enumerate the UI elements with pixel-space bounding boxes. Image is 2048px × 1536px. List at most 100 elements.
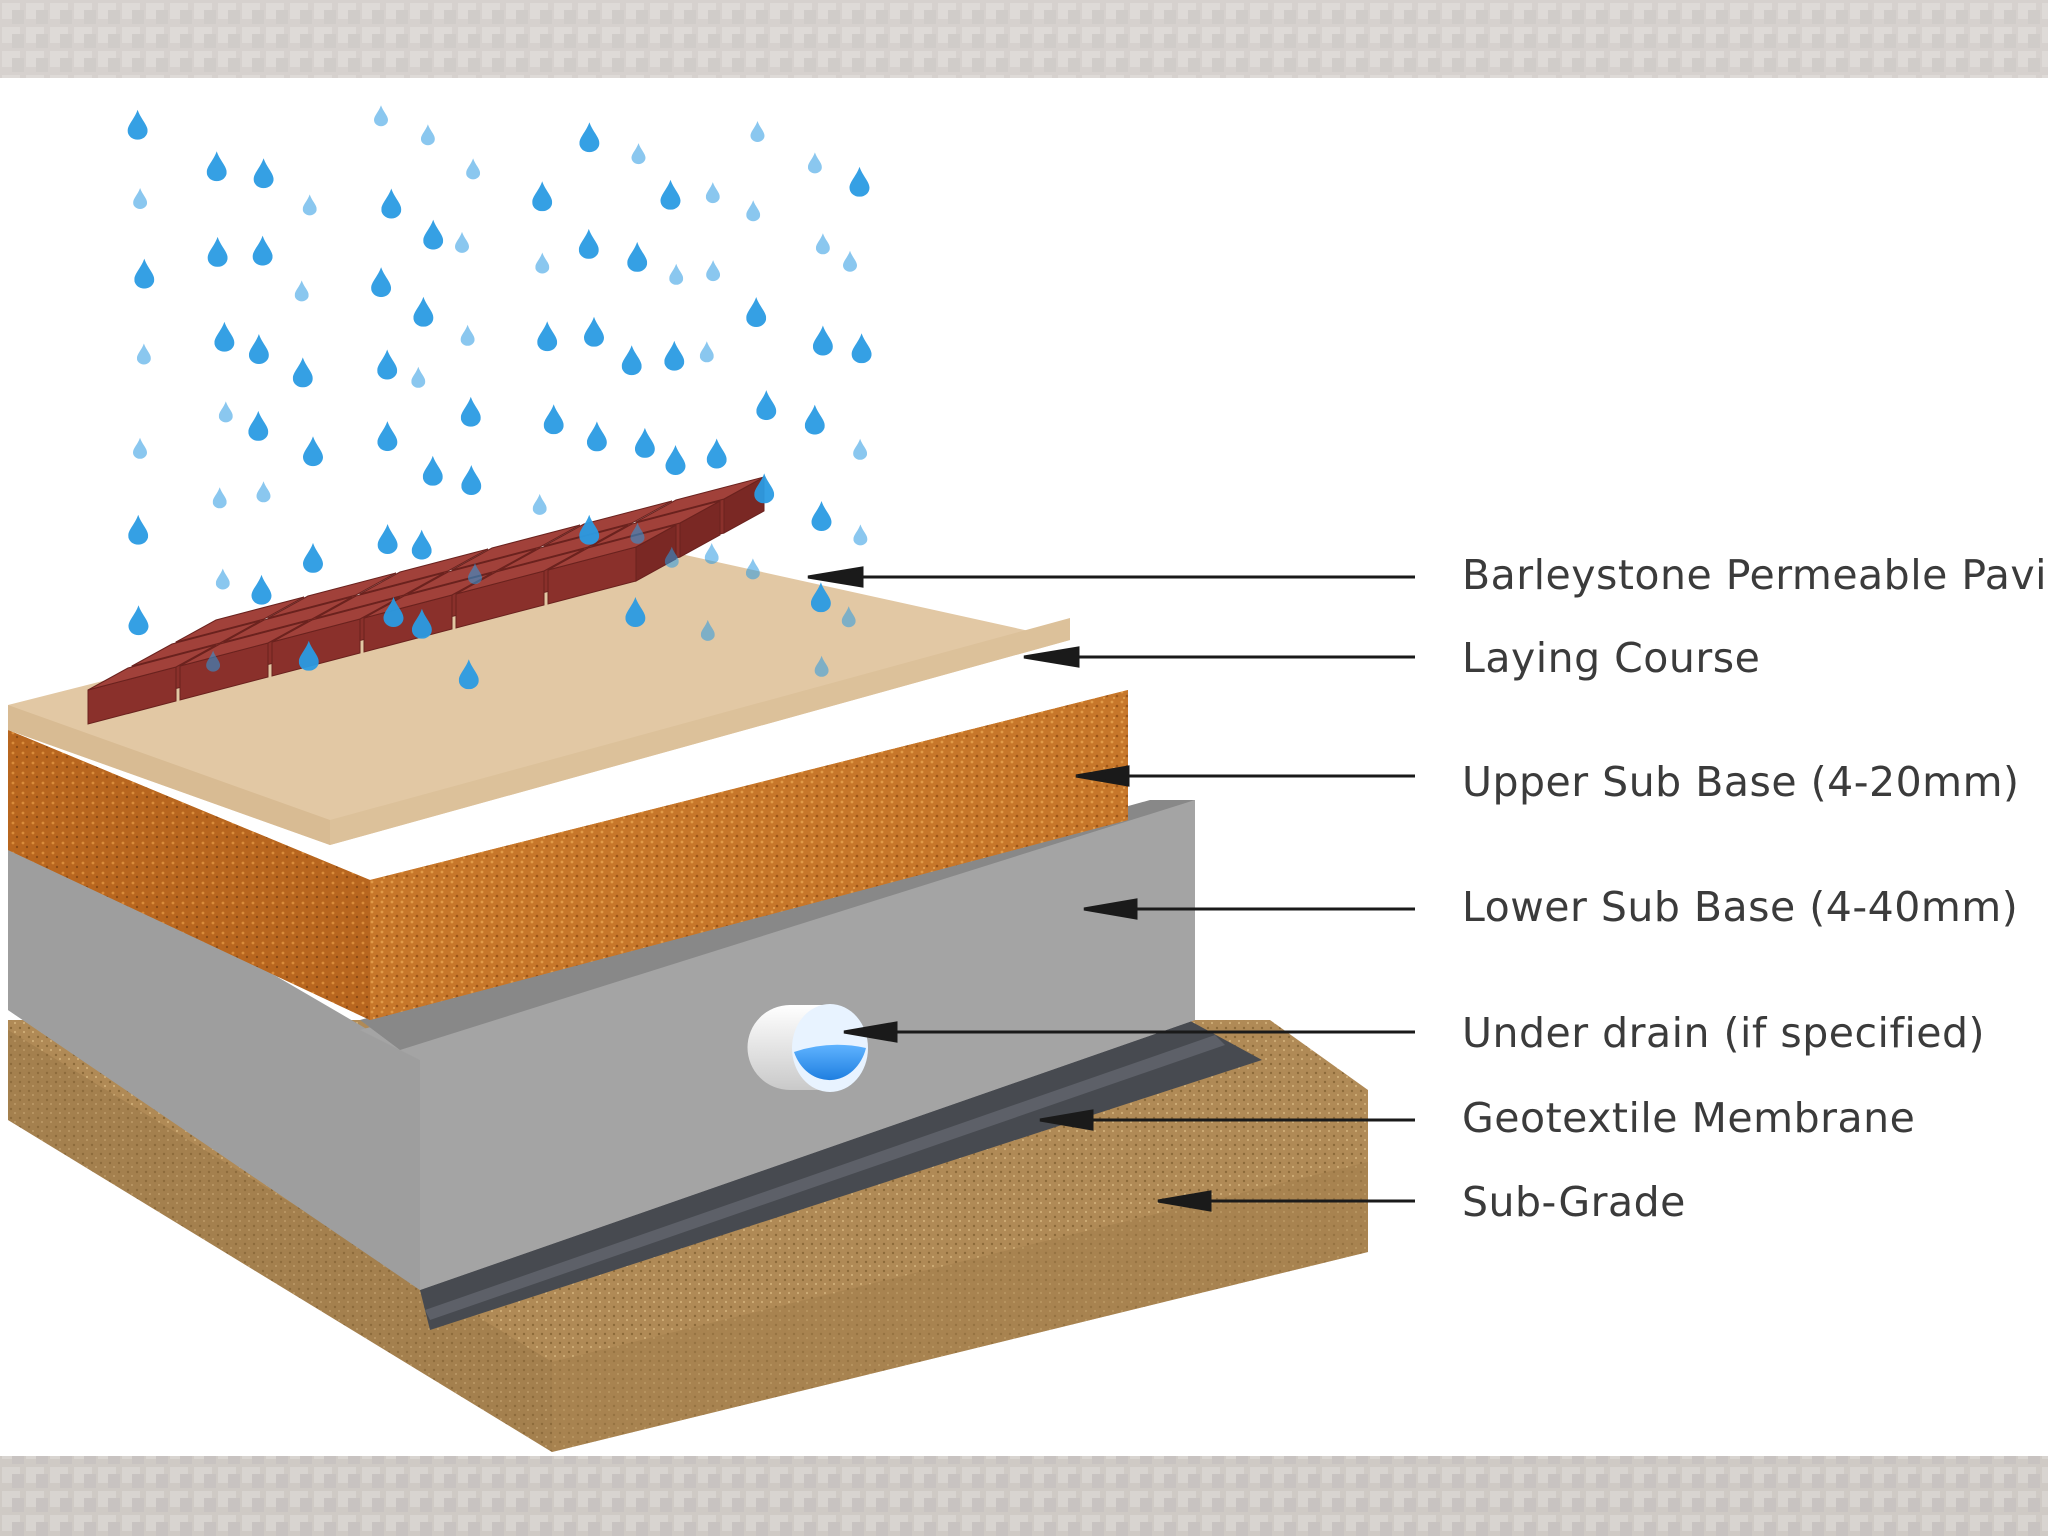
raindrop-icon	[128, 605, 149, 636]
raindrop-icon	[411, 529, 432, 560]
raindrop-icon	[746, 200, 761, 222]
raindrop-icon	[133, 188, 148, 209]
raindrop-icon	[218, 401, 233, 423]
raindrop-icon	[745, 558, 760, 580]
arrow-laying-course	[1023, 646, 1415, 668]
lower-sub-base-layer	[8, 800, 1195, 1290]
raindrop-icon	[294, 280, 309, 302]
raindrop-icon	[578, 228, 599, 259]
arrow-geotextile	[1039, 1109, 1415, 1131]
label-lower-sub-base: Lower Sub Base (4-40mm)	[1462, 883, 2019, 931]
paving-block-face	[451, 524, 581, 571]
raindrop-icon	[420, 124, 435, 146]
raindrop-icon	[422, 455, 443, 486]
paving-block-face	[359, 548, 489, 595]
raindrop-icon	[627, 241, 648, 272]
raindrop-icon	[248, 334, 269, 364]
raindrop-icon	[377, 524, 398, 554]
raindrop-icon	[248, 410, 269, 441]
raindrop-icon	[292, 357, 313, 388]
arrow-under-drain	[843, 1021, 1415, 1043]
paving-block-face	[267, 572, 397, 619]
raindrop-icon	[215, 568, 230, 590]
raindrop-icon	[253, 158, 274, 189]
raindrop-icon	[705, 182, 720, 204]
raindrop-icon	[377, 421, 398, 452]
arrow-upper-sub-base	[1075, 765, 1415, 787]
raindrop-icon	[853, 524, 868, 546]
raindrop-icon	[207, 236, 228, 267]
raindrop-icon	[746, 297, 767, 327]
paving-block-face	[87, 644, 217, 691]
raindrop-icon	[461, 465, 482, 495]
paving-block-face	[271, 596, 401, 643]
raindrop-icon	[669, 263, 684, 285]
raindrop-icon	[706, 260, 721, 282]
paving-block-face	[131, 620, 261, 667]
raindrop-icon	[256, 481, 271, 503]
raindrop-icon	[302, 194, 317, 216]
raindrop-icon	[631, 143, 646, 165]
raindrop-icon	[423, 219, 444, 250]
raindrop-icon	[804, 404, 825, 435]
raindrop-icon	[413, 296, 434, 327]
label-geotextile-membrane: Geotextile Membrane	[1462, 1094, 1916, 1142]
raindrop-icon	[756, 390, 777, 421]
raindrop-icon	[621, 345, 642, 376]
leader-lines	[807, 566, 1415, 1212]
raindrop-icon	[303, 542, 323, 573]
raindrop-icon	[136, 343, 151, 365]
arrow-paving	[807, 566, 1415, 588]
raindrop-icon	[374, 105, 388, 127]
label-under-drain: Under drain (if specified)	[1462, 1009, 1986, 1057]
paving-block-face	[543, 500, 673, 547]
raindrop-icon	[706, 438, 727, 469]
raindrop-icon	[704, 543, 719, 564]
raindrop-icon	[811, 501, 832, 531]
raindrop-icon	[586, 421, 607, 452]
raindrop-icon	[579, 514, 600, 545]
raindrop-icon	[579, 122, 600, 153]
raindrop-icon	[206, 151, 227, 182]
raindrop-icon	[214, 321, 235, 352]
raindrop-icon	[584, 316, 604, 347]
raindrop-icon	[460, 396, 481, 427]
raindrop-icon	[660, 179, 681, 210]
label-upper-sub-base: Upper Sub Base (4-20mm)	[1462, 758, 2020, 806]
raindrop-icon	[251, 574, 272, 605]
upper-sub-base-layer	[8, 690, 1128, 1020]
paving-block-face	[315, 572, 445, 619]
raindrop-icon	[532, 493, 547, 515]
raindrop-icon	[812, 325, 833, 356]
paving-block-face	[455, 548, 585, 595]
raindrop-icon	[411, 366, 426, 388]
paving-block-face	[591, 500, 721, 547]
geotextile-layer	[420, 1010, 1262, 1330]
raindrop-icon	[381, 188, 402, 219]
under-drain-pipe	[747, 1004, 868, 1092]
label-barleystone-permeable-paving: Barleystone Permeable Paving	[1462, 551, 2048, 599]
raindrop-icon	[212, 487, 227, 509]
raindrop-icon	[665, 445, 686, 475]
paving-block-face	[223, 596, 353, 643]
raindrop-icon	[537, 321, 558, 352]
raindrop-icon	[807, 152, 822, 174]
label-sub-grade: Sub-Grade	[1462, 1178, 1686, 1226]
raindrop-icon	[466, 158, 481, 180]
raindrop-icon	[851, 333, 872, 364]
raindrop-icon	[460, 324, 475, 346]
paving-block-face	[175, 596, 305, 643]
raindrop-icon	[849, 166, 870, 197]
laying-course-layer	[8, 545, 1070, 845]
label-laying-course: Laying Course	[1462, 634, 1761, 682]
arrow-sub-grade	[1157, 1190, 1415, 1212]
raindrop-icon	[133, 437, 147, 459]
paving-blocks	[87, 476, 765, 725]
raindrop-icon	[535, 252, 550, 274]
raindrop-icon	[532, 181, 553, 212]
raindrop-icon	[252, 235, 273, 266]
raindrop-icon	[754, 473, 775, 504]
raindrop-icon	[664, 340, 685, 371]
raindrop-icon	[815, 233, 830, 255]
